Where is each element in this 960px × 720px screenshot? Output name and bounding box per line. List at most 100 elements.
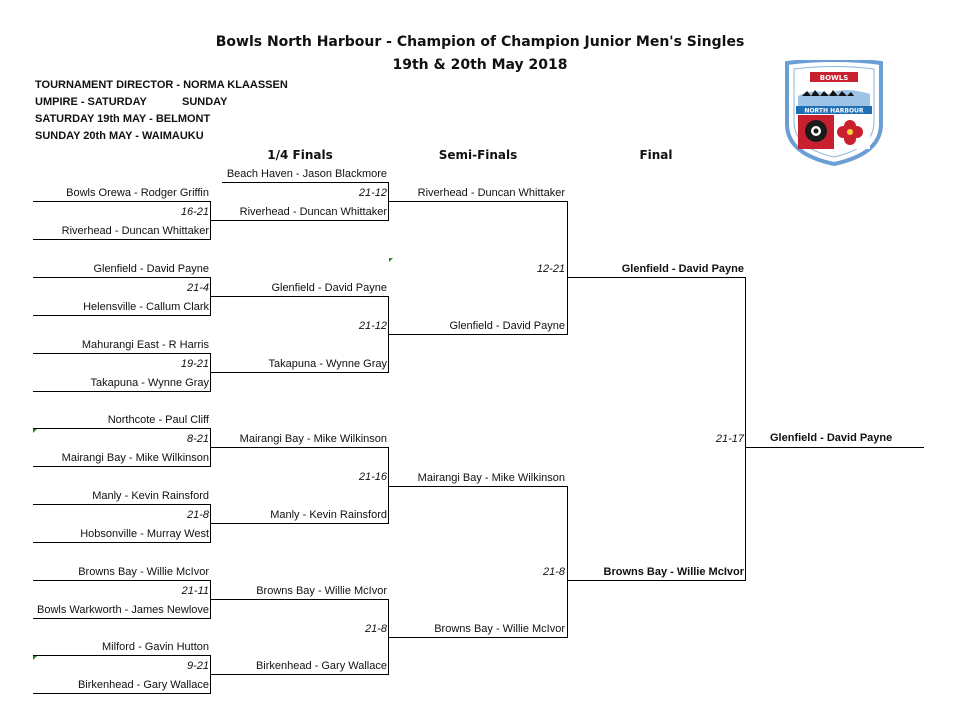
qf4-team-birkenhead: Birkenhead - Gary Wallace <box>255 660 387 672</box>
r1-m1-team-b: Riverhead - Duncan Whittaker <box>61 225 209 237</box>
line-sf1-top <box>389 201 568 202</box>
line-r1-m4-bottom <box>33 466 211 467</box>
line-final-connector <box>745 277 746 581</box>
line-r1-m1-bottom <box>33 239 211 240</box>
cell-marker <box>33 656 37 660</box>
logo-top-text: BOWLS <box>820 74 849 82</box>
line-r1-m7-bottom <box>33 693 211 694</box>
qf1-score: 21-12 <box>358 187 387 199</box>
line-r1-m7-connector <box>210 655 211 694</box>
director-info: TOURNAMENT DIRECTOR - NORMA KLAASSEN <box>35 79 288 91</box>
line-qf4-bottom <box>211 674 389 675</box>
r1-m3-score: 19-21 <box>180 358 209 370</box>
qf3-team-manly: Manly - Kevin Rainsford <box>270 509 387 521</box>
line-qf4-top <box>211 599 389 600</box>
sf1-team-glenfield: Glenfield - David Payne <box>449 320 565 332</box>
line-qf3-connector <box>388 447 389 524</box>
line-r1-m3-top <box>33 353 211 354</box>
r1-m2-score: 21-4 <box>186 282 209 294</box>
line-r1-m6-bottom <box>33 618 211 619</box>
column-semifinals: Semi-Finals <box>438 148 518 162</box>
sf2-team-browns: Browns Bay - Willie McIvor <box>434 623 565 635</box>
line-qf1-connector <box>388 182 389 221</box>
line-r1-m3-connector <box>210 353 211 392</box>
line-qf3-top <box>211 447 389 448</box>
bowls-north-harbour-logo: BOWLS NORTH HARBOUR <box>785 60 883 166</box>
qf2-team-takapuna: Takapuna - Wynne Gray <box>268 358 387 370</box>
tournament-dates: 19th & 20th May 2018 <box>392 57 568 73</box>
line-r1-m4-connector <box>210 428 211 467</box>
line-r1-m1-top <box>33 201 211 202</box>
r1-m6-team-a: Browns Bay - Willie McIvor <box>78 566 209 578</box>
cell-marker <box>33 429 37 433</box>
r1-m6-team-b: Bowls Warkworth - James Newlove <box>37 604 209 616</box>
line-final-bottom <box>568 580 746 581</box>
r1-m4-score: 8-21 <box>186 433 209 445</box>
r1-m7-team-b: Birkenhead - Gary Wallace <box>77 679 209 691</box>
line-r1-m6-top <box>33 580 211 581</box>
qf2-score: 21-12 <box>358 320 387 332</box>
qf1-bye-team: Beach Haven - Jason Blackmore <box>226 168 387 180</box>
line-r1-m1-connector <box>210 201 211 240</box>
r1-m5-team-a: Manly - Kevin Rainsford <box>92 490 209 502</box>
cell-marker <box>389 258 393 262</box>
r1-m5-team-b: Hobsonville - Murray West <box>80 528 209 540</box>
qf1-team-riverhead: Riverhead - Duncan Whittaker <box>239 206 387 218</box>
sunday-venue: SUNDAY 20th MAY - WAIMAUKU <box>35 130 204 142</box>
umpire-sunday: SUNDAY <box>182 96 228 108</box>
line-sf1-connector <box>567 201 568 335</box>
line-r1-m7-top <box>33 655 211 656</box>
r1-m1-team-a: Bowls Orewa - Rodger Griffin <box>66 187 209 199</box>
final-team-glenfield: Glenfield - David Payne <box>621 263 744 275</box>
r1-m7-score: 9-21 <box>186 660 209 672</box>
column-final: Final <box>639 148 673 162</box>
sf1-score: 12-21 <box>536 263 565 275</box>
line-qf2-bottom <box>211 372 389 373</box>
line-r1-m2-top <box>33 277 211 278</box>
line-sf1-bottom <box>389 334 568 335</box>
sf2-team-mairangi: Mairangi Bay - Mike Wilkinson <box>417 472 565 484</box>
r1-m7-team-a: Milford - Gavin Hutton <box>102 641 209 653</box>
line-qf2-top <box>211 296 389 297</box>
line-qf3-bottom <box>211 523 389 524</box>
qf3-team-mairangi: Mairangi Bay - Mike Wilkinson <box>239 433 387 445</box>
r1-m4-team-b: Mairangi Bay - Mike Wilkinson <box>61 452 209 464</box>
r1-m2-team-a: Glenfield - David Payne <box>93 263 209 275</box>
line-r1-m3-bottom <box>33 391 211 392</box>
line-r1-m5-bottom <box>33 542 211 543</box>
logo-band-text: NORTH HARBOUR <box>804 108 864 115</box>
r1-m6-score: 21-11 <box>181 585 209 597</box>
line-r1-m4-top <box>33 428 211 429</box>
qf2-team-glenfield: Glenfield - David Payne <box>271 282 387 294</box>
r1-m1-score: 16-21 <box>180 206 209 218</box>
line-qf4-connector <box>388 599 389 675</box>
r1-m2-team-b: Helensville - Callum Clark <box>83 301 209 313</box>
saturday-venue: SATURDAY 19th MAY - BELMONT <box>35 113 211 125</box>
r1-m5-score: 21-8 <box>186 509 209 521</box>
line-r1-m5-top <box>33 504 211 505</box>
r1-m4-team-a: Northcote - Paul Cliff <box>107 414 209 426</box>
line-r1-m2-bottom <box>33 315 211 316</box>
line-champion <box>746 447 924 448</box>
champion: Glenfield - David Payne <box>770 432 893 444</box>
r1-m3-team-a: Mahurangi East - R Harris <box>81 339 209 351</box>
column-quarterfinals: 1/4 Finals <box>267 148 333 162</box>
sf1-team-riverhead: Riverhead - Duncan Whittaker <box>417 187 565 199</box>
line-qf2-connector <box>388 296 389 373</box>
qf4-team-browns: Browns Bay - Willie McIvor <box>256 585 387 597</box>
sf2-score: 21-8 <box>542 566 565 578</box>
line-r1-m5-connector <box>210 504 211 543</box>
qf4-score: 21-8 <box>364 623 387 635</box>
umpire-saturday: UMPIRE - SATURDAY <box>35 96 147 108</box>
line-qf1-bottom <box>211 220 389 221</box>
line-sf2-connector <box>567 486 568 638</box>
tournament-title: Bowls North Harbour - Champion of Champi… <box>215 34 745 50</box>
line-r1-m6-connector <box>210 580 211 619</box>
r1-m3-team-b: Takapuna - Wynne Gray <box>90 377 209 389</box>
line-r1-m2-connector <box>210 277 211 316</box>
line-final-top <box>568 277 746 278</box>
final-team-browns: Browns Bay - Willie McIvor <box>603 566 745 578</box>
line-sf2-top <box>389 486 568 487</box>
qf3-score: 21-16 <box>358 471 387 483</box>
final-score: 21-17 <box>715 433 744 445</box>
